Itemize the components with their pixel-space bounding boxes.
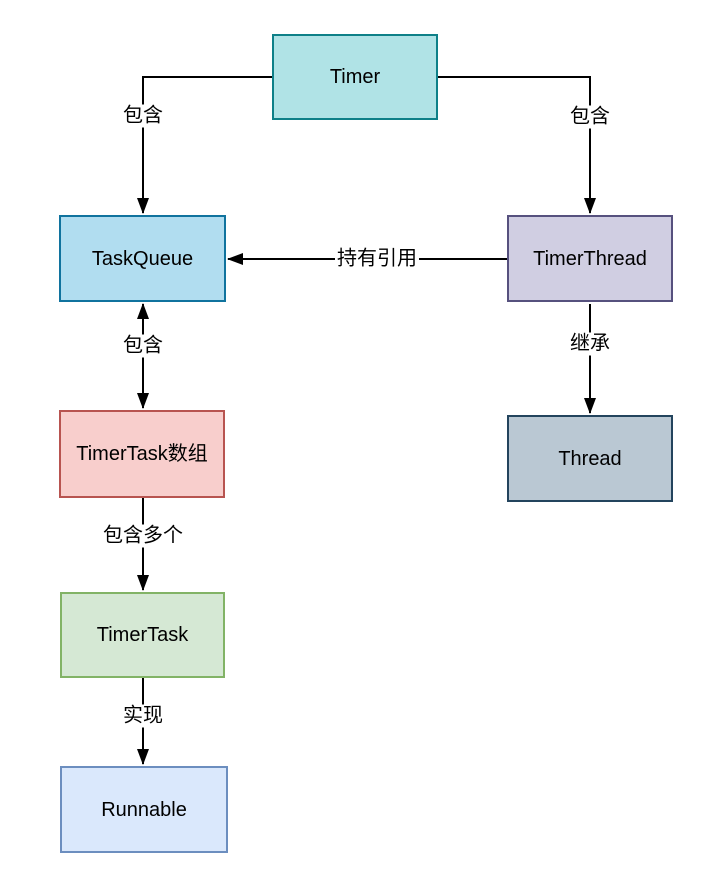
node-runnable: Runnable [60,766,228,853]
node-label-runnable: Runnable [101,798,187,821]
edge-timer-contains-taskqueue [137,76,272,214]
node-taskqueue: TaskQueue [59,215,226,302]
node-thread: Thread [507,415,673,502]
edge-label-taskqueue-contains-array: 包含 [121,334,165,358]
node-timer: Timer [272,34,438,120]
node-timertask-array: TimerTask数组 [59,410,225,498]
node-timerthread: TimerThread [507,215,673,302]
node-label-timerthread: TimerThread [533,247,647,270]
edge-label-timer-contains-timerthread: 包含 [568,105,612,129]
edge-label-timer-contains-taskqueue: 包含 [121,104,165,128]
node-label-taskqueue: TaskQueue [91,247,194,270]
edge-label-array-contains-timertask: 包含多个 [101,524,185,548]
node-label-timertask-array: TimerTask数组 [76,443,208,465]
node-label-timertask: TimerTask [96,624,189,646]
edge-label-timerthread-holds-taskqueue: 持有引用 [335,247,419,271]
edge-label-timerthread-extends-thread: 继承 [568,332,612,356]
node-label-thread: Thread [558,447,622,470]
node-timertask: TimerTask [60,592,225,678]
node-label-timer: Timer [329,66,381,88]
edge-timer-contains-timerthread [438,76,596,214]
edge-label-timertask-implements-runnable: 实现 [121,704,165,728]
